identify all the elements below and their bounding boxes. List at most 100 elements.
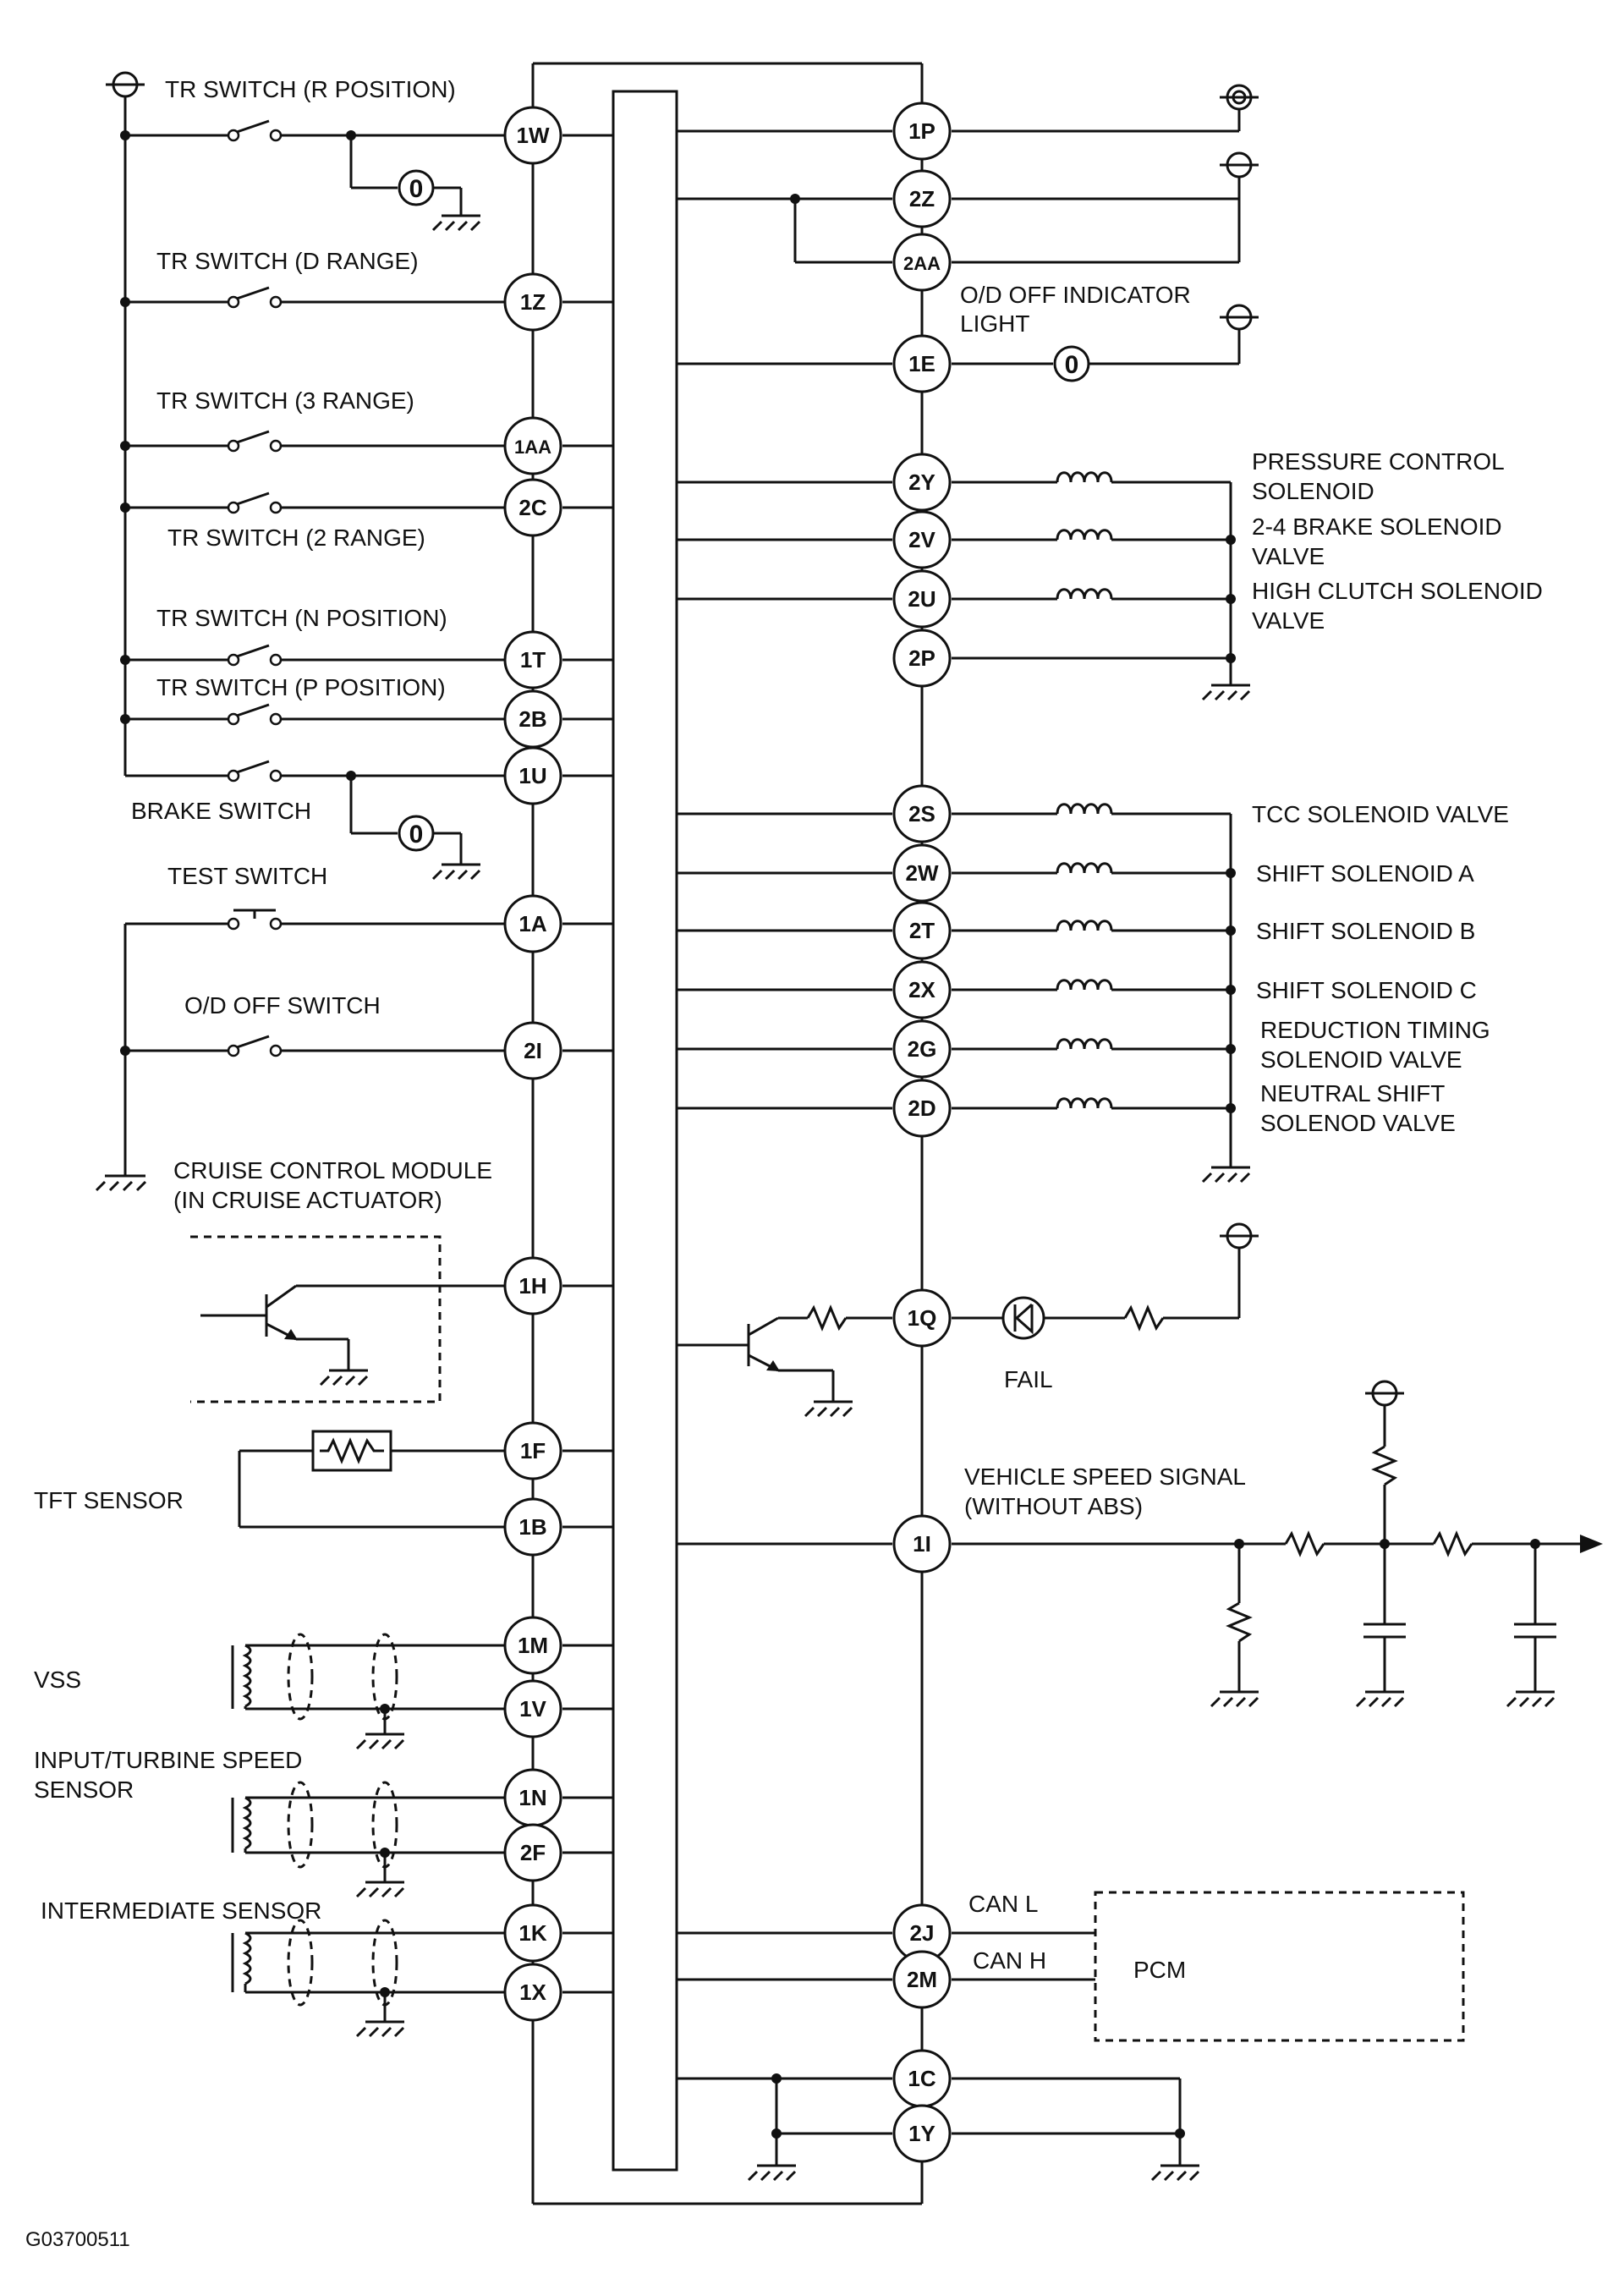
right-pin-2g xyxy=(892,1019,952,1079)
right-pin-1e xyxy=(892,334,952,393)
right-pin-2z xyxy=(892,169,952,228)
right-pin-2p xyxy=(892,629,952,688)
right-pin-2aa xyxy=(892,233,952,292)
left-pin-1u xyxy=(503,746,562,805)
right-pin-2d xyxy=(892,1079,952,1138)
reduction-timing-label-1: REDUCTION TIMING xyxy=(1260,1017,1490,1043)
right-pin-label-1q: 1Q xyxy=(908,1305,937,1331)
shift-a-label: SHIFT SOLENOID A xyxy=(1256,860,1474,887)
left-pin-label-2i: 2I xyxy=(524,1038,542,1063)
left-pin-label-1f: 1F xyxy=(520,1438,546,1464)
input-sensor-label-2: SENSOR xyxy=(34,1777,134,1803)
od-off-light-label-1: O/D OFF INDICATOR xyxy=(960,282,1191,308)
left-pin-1h xyxy=(503,1256,562,1315)
right-pin-2s xyxy=(892,784,952,843)
right-pin-2u xyxy=(892,569,952,629)
right-pin-label-1y: 1Y xyxy=(908,2121,935,2146)
right-pin-leads xyxy=(677,129,892,2080)
shift-b-label: SHIFT SOLENOID B xyxy=(1256,918,1475,944)
vs-label-1: VEHICLE SPEED SIGNAL xyxy=(964,1464,1246,1490)
left-pin-label-1z: 1Z xyxy=(520,289,546,315)
brake24-label-2: VALVE xyxy=(1252,543,1325,569)
vss-label: VSS xyxy=(34,1667,81,1693)
left-pin-leads xyxy=(562,134,613,1994)
solenoid-group-1: PRESSURE CONTROL SOLENOID 2-4 BRAKE SOLE… xyxy=(952,448,1543,701)
right-pin-2t xyxy=(892,901,952,960)
input-sensor-label-1: INPUT/TURBINE SPEED xyxy=(34,1747,302,1773)
high-clutch-label-1: HIGH CLUTCH SOLENOID xyxy=(1252,578,1543,604)
left-pin-label-1n: 1N xyxy=(518,1785,546,1810)
power-feeds: O/D OFF INDICATOR LIGHT 0 xyxy=(790,84,1259,382)
input-turbine-speed-sensor: INPUT/TURBINE SPEED SENSOR xyxy=(34,1747,537,1898)
right-pin-label-2x: 2X xyxy=(908,977,935,1002)
right-pin-2y xyxy=(892,453,952,512)
right-pin-1q xyxy=(892,1288,952,1348)
right-pin-2m xyxy=(892,1950,952,2009)
vs-label-2: (WITHOUT ABS) xyxy=(964,1493,1143,1519)
right-pin-2w xyxy=(892,843,952,903)
left-pin-1v xyxy=(503,1679,562,1738)
left-pin-label-2f: 2F xyxy=(520,1840,546,1865)
left-pin-1m xyxy=(503,1616,562,1675)
tr-switch-r-label: TR SWITCH (R POSITION) xyxy=(165,76,456,102)
intermediate-sensor: INTERMEDIATE SENSOR xyxy=(41,1897,537,2038)
pcs-label-2: SOLENOID xyxy=(1252,478,1374,504)
left-pin-label-2b: 2B xyxy=(518,706,546,732)
right-pin-label-2j: 2J xyxy=(910,1920,935,1946)
right-pin-label-2z: 2Z xyxy=(909,186,935,211)
right-pin-label-2v: 2V xyxy=(908,527,935,552)
right-pin-label-2u: 2U xyxy=(908,586,935,612)
right-pin-label-2t: 2T xyxy=(909,918,935,943)
left-pin-1x xyxy=(503,1963,562,2022)
tr-switch-2-label: TR SWITCH (2 RANGE) xyxy=(167,524,425,551)
tft-sensor-label: TFT SENSOR xyxy=(34,1487,184,1513)
right-pin-label-2s: 2S xyxy=(908,801,935,826)
left-pin-label-1v: 1V xyxy=(519,1696,546,1722)
left-pin-label-1m: 1M xyxy=(518,1633,548,1658)
right-pin-label-2d: 2D xyxy=(908,1096,935,1121)
right-pin-label-1i: 1I xyxy=(913,1531,931,1557)
right-pin-label-2w: 2W xyxy=(906,860,939,886)
svg-text:0: 0 xyxy=(1065,351,1079,379)
left-pin-1aa xyxy=(503,416,562,475)
ground-pins xyxy=(747,2073,1200,2182)
fail-circuit: FAIL xyxy=(677,1222,1259,1418)
brake24-label-1: 2-4 BRAKE SOLENOID xyxy=(1252,513,1502,540)
right-pin-label-2p: 2P xyxy=(908,645,935,671)
svg-text:0: 0 xyxy=(409,175,424,203)
right-pin-1p xyxy=(892,102,952,161)
cruise-label-2: (IN CRUISE ACTUATOR) xyxy=(173,1187,442,1213)
right-pin-2v xyxy=(892,510,952,569)
fail-label: FAIL xyxy=(1004,1366,1053,1392)
left-pin-2f xyxy=(503,1823,562,1882)
right-pin-1i xyxy=(892,1514,952,1573)
left-pin-1k xyxy=(503,1903,562,1963)
left-pin-label-1h: 1H xyxy=(518,1273,546,1299)
test-od-switch-group: TEST SWITCH O/D OFF SWITCH xyxy=(95,863,537,1192)
tr-switch-n-label: TR SWITCH (N POSITION) xyxy=(156,605,447,631)
left-pin-2c xyxy=(503,478,562,537)
right-pin-label-1p: 1P xyxy=(908,118,935,144)
right-pin-label-2m: 2M xyxy=(907,1967,937,1992)
neutral-shift-label-1: NEUTRAL SHIFT xyxy=(1260,1080,1445,1107)
neutral-shift-label-2: SOLENOD VALVE xyxy=(1260,1110,1456,1136)
right-pin-label-1c: 1C xyxy=(908,2066,935,2091)
pcm-label: PCM xyxy=(1133,1957,1186,1983)
left-pin-label-1w: 1W xyxy=(517,123,550,148)
left-pin-label-1t: 1T xyxy=(520,647,546,673)
cruise-label-1: CRUISE CONTROL MODULE xyxy=(173,1157,492,1183)
test-switch-label: TEST SWITCH xyxy=(167,863,327,889)
brake-switch-label: BRAKE SWITCH xyxy=(131,798,311,824)
vehicle-speed-signal: VEHICLE SPEED SIGNAL (WITHOUT ABS) xyxy=(952,1380,1603,1708)
right-pin-label-2g: 2G xyxy=(908,1036,937,1062)
reduction-timing-label-2: SOLENOID VALVE xyxy=(1260,1046,1462,1073)
pcs-label-1: PRESSURE CONTROL xyxy=(1252,448,1505,475)
figure-id: G03700511 xyxy=(25,2228,130,2251)
can-h-label: CAN H xyxy=(973,1947,1046,1974)
od-off-light-label-2: LIGHT xyxy=(960,310,1029,337)
left-pin-label-1a: 1A xyxy=(518,911,546,936)
left-pin-1z xyxy=(503,272,562,332)
tr-switch-d-label: TR SWITCH (D RANGE) xyxy=(156,248,419,274)
tcm-module xyxy=(531,62,924,2205)
tr-switch-3-label: TR SWITCH (3 RANGE) xyxy=(156,387,414,414)
